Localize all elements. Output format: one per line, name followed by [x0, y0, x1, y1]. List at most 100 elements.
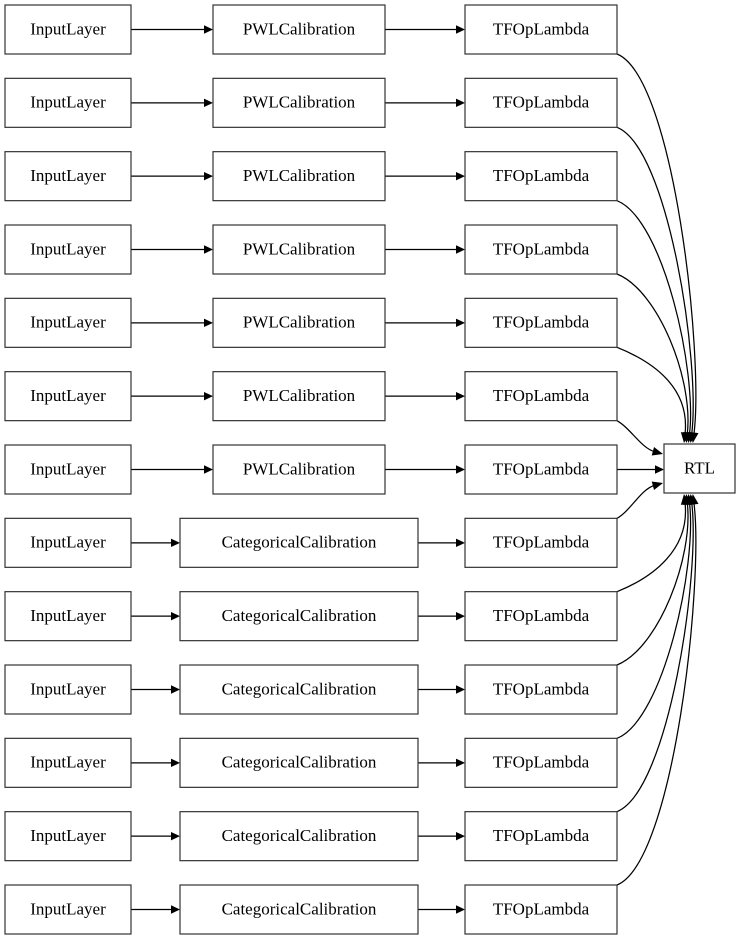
- node-calibration-4[interactable]: PWLCalibration: [212, 224, 386, 275]
- node-lambda-5[interactable]: TFOpLambda: [464, 297, 618, 348]
- node-lambda-13-box: [464, 884, 618, 935]
- node-input-10-label: InputLayer: [30, 679, 106, 698]
- edge-input-to-calibration-9-arrowhead: [171, 611, 180, 621]
- node-input-6-label: InputLayer: [30, 386, 106, 405]
- node-input-5[interactable]: InputLayer: [4, 297, 132, 348]
- node-lambda-4-label: TFOpLambda: [493, 239, 590, 258]
- node-calibration-2[interactable]: PWLCalibration: [212, 77, 386, 128]
- node-input-2-label: InputLayer: [30, 93, 106, 112]
- node-lambda-4-box: [464, 224, 618, 275]
- node-input-10-box: [4, 664, 132, 715]
- node-calibration-6-label: PWLCalibration: [243, 386, 356, 405]
- node-input-7-label: InputLayer: [30, 459, 106, 478]
- edge-calibration-to-lambda-2-arrowhead: [456, 98, 465, 108]
- edge-input-to-calibration-3-arrowhead: [204, 171, 213, 181]
- node-lambda-11[interactable]: TFOpLambda: [464, 737, 618, 788]
- edge-lambda-to-rtl-13-arrowhead: [689, 494, 699, 505]
- edge-input-to-calibration-8-arrowhead: [171, 538, 180, 548]
- node-calibration-13[interactable]: CategoricalCalibration: [179, 884, 419, 935]
- node-input-9[interactable]: InputLayer: [4, 591, 132, 642]
- node-lambda-8[interactable]: TFOpLambda: [464, 517, 618, 568]
- edge-lambda-to-rtl-3-line: [616, 200, 692, 435]
- node-lambda-2[interactable]: TFOpLambda: [464, 77, 618, 128]
- node-calibration-3[interactable]: PWLCalibration: [212, 151, 386, 202]
- edge-calibration-to-lambda-6: [385, 391, 465, 401]
- node-lambda-12[interactable]: TFOpLambda: [464, 811, 618, 862]
- edge-lambda-to-rtl-6: [616, 420, 663, 456]
- node-calibration-6[interactable]: PWLCalibration: [212, 371, 386, 422]
- node-calibration-12-label: CategoricalCalibration: [222, 826, 377, 845]
- edge-calibration-to-lambda-5: [385, 318, 465, 328]
- node-input-2[interactable]: InputLayer: [4, 77, 132, 128]
- node-input-9-label: InputLayer: [30, 606, 106, 625]
- node-input-11[interactable]: InputLayer: [4, 737, 132, 788]
- node-calibration-8-label: CategoricalCalibration: [222, 533, 377, 552]
- node-calibration-5-box: [212, 297, 386, 348]
- node-lambda-1[interactable]: TFOpLambda: [464, 4, 618, 55]
- edge-calibration-to-lambda-4: [385, 245, 465, 254]
- node-calibration-8-box: [179, 517, 419, 568]
- node-calibration-1[interactable]: PWLCalibration: [212, 4, 386, 55]
- node-calibration-10[interactable]: CategoricalCalibration: [179, 664, 419, 715]
- node-lambda-12-label: TFOpLambda: [493, 826, 590, 845]
- node-calibration-3-label: PWLCalibration: [243, 166, 356, 185]
- edge-lambda-to-rtl-9-line: [616, 502, 687, 593]
- node-input-1-label: InputLayer: [30, 19, 106, 38]
- node-calibration-4-box: [212, 224, 386, 275]
- node-lambda-6[interactable]: TFOpLambda: [464, 371, 618, 422]
- edge-input-to-calibration-5-arrowhead: [204, 318, 213, 328]
- node-calibration-5[interactable]: PWLCalibration: [212, 297, 386, 348]
- node-input-3[interactable]: InputLayer: [4, 151, 132, 202]
- node-lambda-4[interactable]: TFOpLambda: [464, 224, 618, 275]
- node-lambda-13[interactable]: TFOpLambda: [464, 884, 618, 935]
- edge-input-to-calibration-11-arrowhead: [171, 758, 180, 768]
- node-lambda-3-box: [464, 151, 618, 202]
- node-lambda-9-label: TFOpLambda: [493, 606, 590, 625]
- node-input-10[interactable]: InputLayer: [4, 664, 132, 715]
- node-input-6[interactable]: InputLayer: [4, 371, 132, 422]
- node-calibration-1-label: PWLCalibration: [243, 19, 356, 38]
- node-input-3-box: [4, 151, 132, 202]
- node-calibration-3-box: [212, 151, 386, 202]
- edge-lambda-to-rtl-7-arrowhead: [655, 465, 664, 474]
- node-input-4[interactable]: InputLayer: [4, 224, 132, 275]
- node-lambda-7[interactable]: TFOpLambda: [464, 444, 618, 495]
- node-input-11-box: [4, 737, 132, 788]
- edge-calibration-to-lambda-9-arrowhead: [456, 611, 465, 621]
- edge-input-to-calibration-12: [131, 831, 180, 841]
- node-calibration-12[interactable]: CategoricalCalibration: [179, 811, 419, 862]
- node-lambda-10-label: TFOpLambda: [493, 679, 590, 698]
- node-calibration-7[interactable]: PWLCalibration: [212, 444, 386, 495]
- node-input-1-box: [4, 4, 132, 55]
- edge-input-to-calibration-4: [131, 245, 213, 254]
- node-calibration-9-label: CategoricalCalibration: [222, 606, 377, 625]
- node-lambda-9[interactable]: TFOpLambda: [464, 591, 618, 642]
- node-calibration-10-box: [179, 664, 419, 715]
- edge-input-to-calibration-11: [131, 758, 180, 768]
- node-lambda-12-box: [464, 811, 618, 862]
- edge-input-to-calibration-3: [131, 171, 213, 181]
- node-calibration-6-box: [212, 371, 386, 422]
- node-calibration-1-box: [212, 4, 386, 55]
- node-calibration-8[interactable]: CategoricalCalibration: [179, 517, 419, 568]
- node-calibration-11[interactable]: CategoricalCalibration: [179, 737, 419, 788]
- edge-lambda-to-rtl-5: [616, 346, 690, 443]
- node-calibration-9[interactable]: CategoricalCalibration: [179, 591, 419, 642]
- node-input-12[interactable]: InputLayer: [4, 811, 132, 862]
- node-input-13-label: InputLayer: [30, 899, 106, 918]
- node-rtl[interactable]: RTL: [663, 443, 736, 494]
- node-lambda-3[interactable]: TFOpLambda: [464, 151, 618, 202]
- node-input-8[interactable]: InputLayer: [4, 517, 132, 568]
- node-input-13[interactable]: InputLayer: [4, 884, 132, 935]
- node-input-7[interactable]: InputLayer: [4, 444, 132, 495]
- node-input-4-box: [4, 224, 132, 275]
- node-input-3-label: InputLayer: [30, 166, 106, 185]
- node-lambda-1-box: [464, 4, 618, 55]
- edge-input-to-calibration-5: [131, 318, 213, 328]
- node-lambda-9-box: [464, 591, 618, 642]
- node-lambda-2-box: [464, 77, 618, 128]
- node-lambda-10[interactable]: TFOpLambda: [464, 664, 618, 715]
- node-lambda-8-box: [464, 517, 618, 568]
- node-input-1[interactable]: InputLayer: [4, 4, 132, 55]
- edge-input-to-calibration-6-arrowhead: [204, 391, 213, 401]
